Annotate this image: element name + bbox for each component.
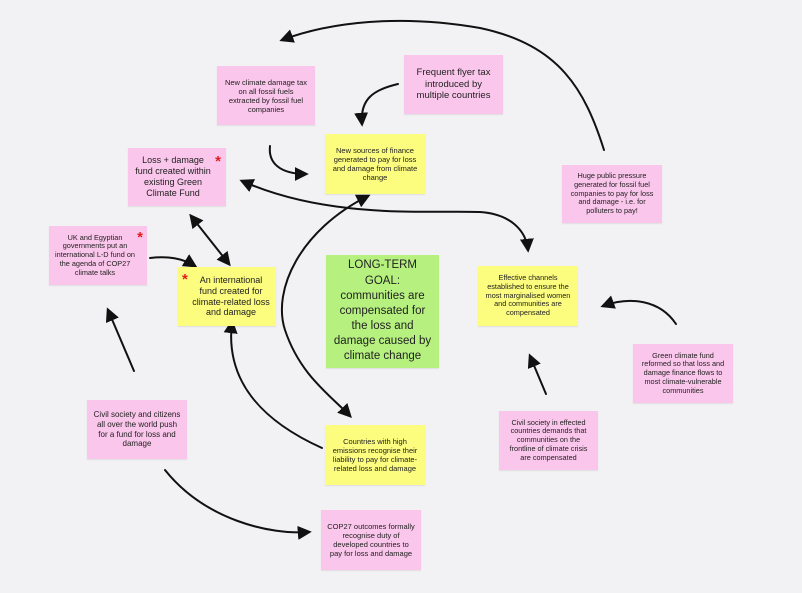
note-civil-society-world[interactable]: Civil society and citizens all over the … bbox=[87, 400, 187, 459]
arrow-gcf-reform-to-channels bbox=[600, 295, 677, 325]
arrow-civil-society-to-uk-egypt bbox=[105, 307, 135, 372]
arrow-civil-society-to-cop27 bbox=[164, 469, 312, 540]
note-international-fund[interactable]: An international fund created for climat… bbox=[178, 267, 276, 326]
arrow-flyer-tax-to-finance bbox=[354, 83, 399, 127]
note-cop27-outcomes[interactable]: COP27 outcomes formally recognise duty o… bbox=[321, 510, 421, 570]
note-new-sources-of-finance[interactable]: New sources of finance generated to pay … bbox=[325, 134, 425, 194]
note-gcf-reformed[interactable]: Green climate fund reformed so that loss… bbox=[633, 344, 733, 403]
note-uk-egypt[interactable]: UK and Egyptian governments put an inter… bbox=[49, 226, 147, 285]
arrow-civil-society-affected-to-channels bbox=[527, 353, 547, 395]
note-effective-channels[interactable]: Effective channels established to ensure… bbox=[478, 266, 578, 326]
priority-star-icon: * bbox=[137, 229, 143, 246]
note-long-term-goal[interactable]: LONG-TERM GOAL: communities are compensa… bbox=[326, 255, 439, 368]
priority-star-icon: * bbox=[182, 271, 188, 288]
arrow-gcf-fund-intl-fund bbox=[189, 213, 231, 267]
note-damage-tax[interactable]: New climate damage tax on all fossil fue… bbox=[217, 66, 315, 125]
arrow-uk-egypt-to-intl-fund bbox=[149, 254, 198, 268]
arrow-damage-tax-to-finance bbox=[268, 145, 309, 181]
priority-star-icon: * bbox=[215, 153, 221, 170]
arrow-high-emissions-to-intl-fund bbox=[223, 319, 323, 449]
note-frequent-flyer-tax[interactable]: Frequent flyer tax introduced by multipl… bbox=[404, 55, 503, 114]
note-civil-society-affected[interactable]: Civil society in effected countries dema… bbox=[499, 411, 598, 470]
note-gcf-fund[interactable]: Loss + damage fund created within existi… bbox=[128, 148, 226, 206]
note-high-emissions-countries[interactable]: Countries with high emissions recognise … bbox=[325, 425, 425, 485]
note-public-pressure[interactable]: Huge public pressure generated for fossi… bbox=[562, 165, 662, 223]
